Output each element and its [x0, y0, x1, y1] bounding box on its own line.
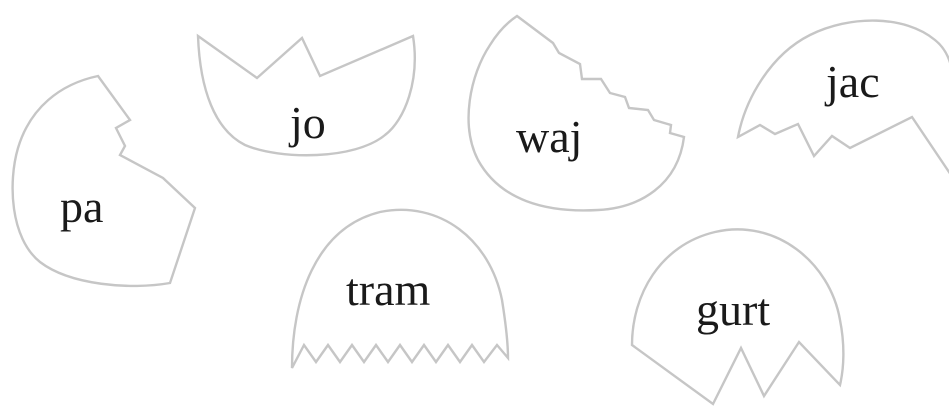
shell-piece-pa[interactable]: pa [13, 76, 195, 286]
shell-label-waj: waj [516, 111, 582, 162]
shell-piece-tram[interactable]: tram [292, 210, 508, 368]
shell-label-jac: jac [824, 56, 880, 107]
shell-outline-pa [13, 76, 195, 286]
shell-label-jo: jo [288, 97, 326, 148]
shell-piece-jo[interactable]: jo [198, 36, 415, 155]
shell-label-tram: tram [346, 264, 431, 315]
shell-piece-waj[interactable]: waj [469, 16, 684, 210]
shell-piece-jac[interactable]: jac [738, 21, 949, 175]
shell-label-gurt: gurt [696, 284, 770, 335]
shell-label-pa: pa [60, 181, 103, 232]
shell-piece-gurt[interactable]: gurt [632, 229, 843, 404]
